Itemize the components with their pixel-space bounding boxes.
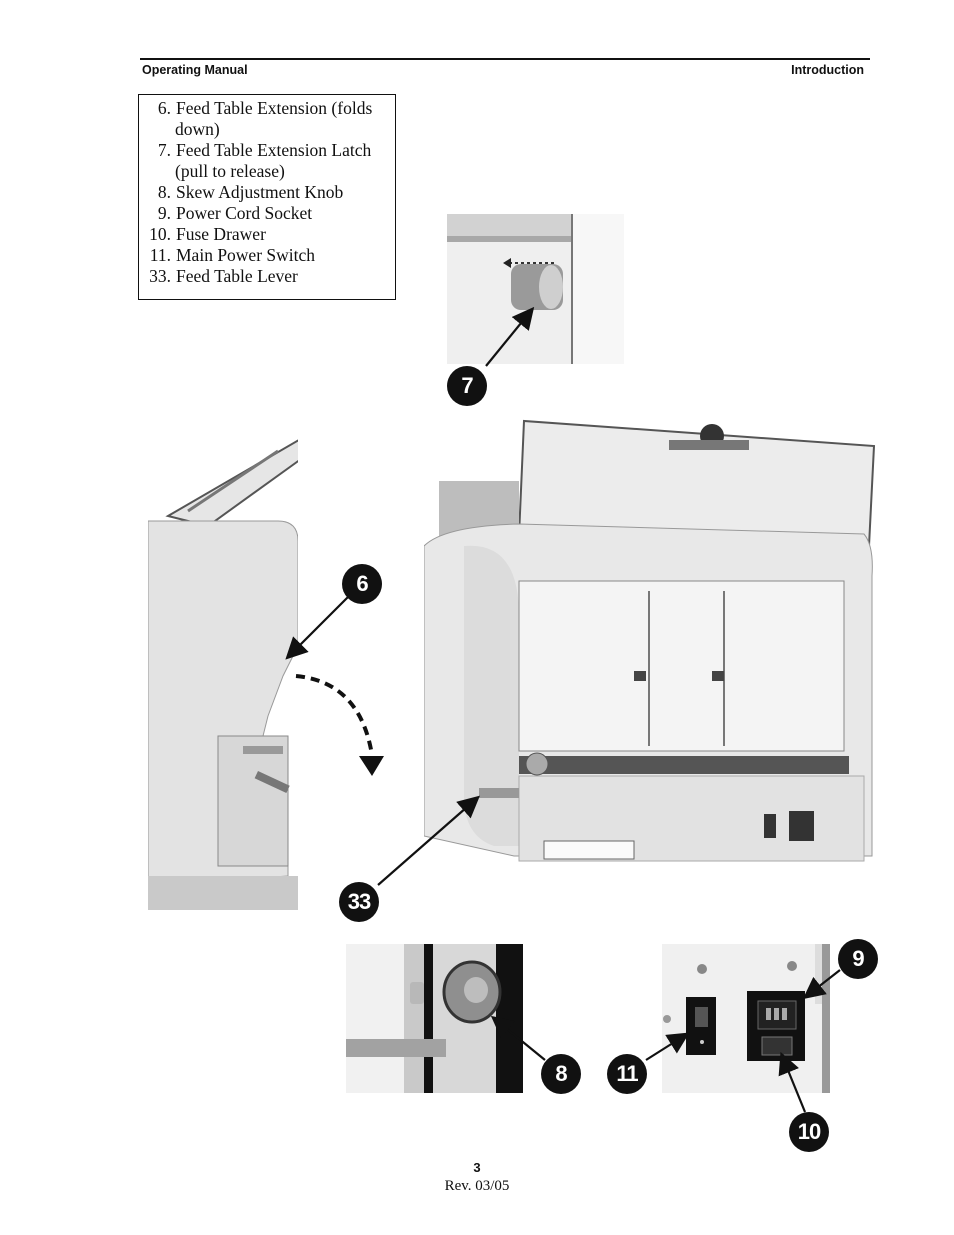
- machine-side-photo: [148, 416, 298, 910]
- callout-10: 10: [789, 1112, 829, 1152]
- fold-arrowhead: [359, 756, 384, 776]
- leader-9: [802, 969, 841, 1000]
- callout-33: 33: [339, 882, 379, 922]
- legend-item: 8.Skew Adjustment Knob: [157, 182, 344, 202]
- callout-11: 11: [607, 1054, 647, 1094]
- machine-rear-photo: [424, 416, 876, 878]
- callout-6: 6: [342, 564, 382, 604]
- callout-9: 9: [838, 939, 878, 979]
- leader-6: [285, 594, 351, 660]
- header-rule: [140, 58, 870, 60]
- header-left: Operating Manual: [142, 63, 248, 77]
- fold-path-arrow: [295, 674, 374, 756]
- leader-11: [645, 1032, 690, 1061]
- leader-7: [485, 306, 535, 367]
- header-right: Introduction: [791, 63, 864, 77]
- revision-date: Rev. 03/05: [444, 1178, 510, 1194]
- power-panel-photo: [662, 944, 830, 1093]
- legend-item: 10.Fuse Drawer: [149, 224, 266, 244]
- legend-item: 7.Feed Table Extension Latch(pull to rel…: [157, 140, 372, 181]
- callout-7: 7: [447, 366, 487, 406]
- leader-10: [778, 1051, 807, 1113]
- legend-item: 9.Power Cord Socket: [157, 203, 313, 223]
- callout-8: 8: [541, 1054, 581, 1094]
- leader-33: [377, 795, 480, 886]
- page-number: 3: [473, 1160, 481, 1175]
- leader-8: [490, 1015, 546, 1061]
- legend-item: 33.Feed Table Lever: [149, 266, 298, 286]
- legend-item: 11.Main Power Switch: [149, 245, 316, 265]
- latch-photo: [447, 214, 624, 364]
